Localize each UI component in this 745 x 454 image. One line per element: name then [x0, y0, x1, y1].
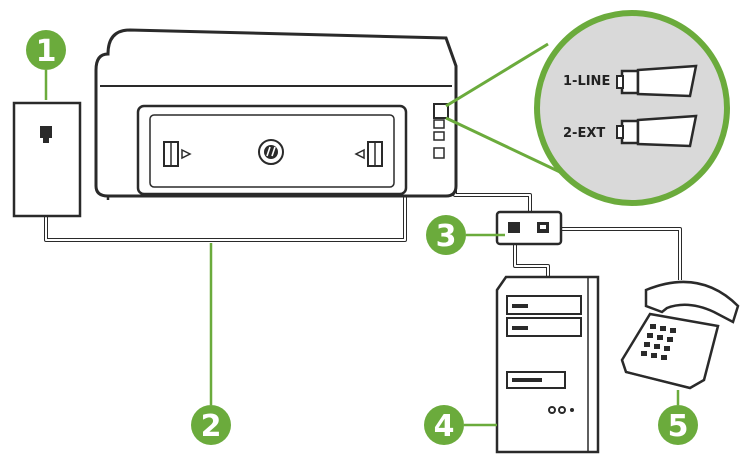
svg-text:5: 5 [668, 409, 689, 444]
callout-1: 1 [26, 30, 66, 70]
hp-logo-icon: hp-logo-icon [258, 139, 284, 165]
port-label-line: 1-LINE [563, 74, 610, 89]
callout-4: 4 [424, 405, 464, 445]
cable-splitter-to-computer [513, 240, 550, 280]
line-port-icon [616, 64, 698, 98]
keypad [641, 324, 676, 360]
callout-3: 3 [426, 215, 466, 255]
svg-text:4: 4 [434, 409, 455, 444]
callout-5: 5 [658, 405, 698, 445]
wall-phone-jack [12, 101, 82, 218]
zoom-connector [445, 42, 561, 174]
telephone: desk-telephone-icon [620, 280, 740, 390]
computer-tower: computer-tower-icon [495, 275, 600, 454]
svg-text:2: 2 [201, 409, 222, 444]
parallel-splitter [495, 210, 563, 246]
callout-leaders [44, 70, 680, 427]
callouts: 1 2 3 4 5 [26, 30, 698, 445]
port-label-ext: 2-EXT [563, 126, 605, 141]
callout-2: 2 [191, 405, 231, 445]
cable-printer-to-splitter [453, 115, 532, 212]
port-zoom: 1-LINE 2-EXT [534, 10, 730, 206]
svg-text:3: 3 [436, 219, 457, 254]
cable-splitter-to-phone [548, 227, 682, 280]
svg-text:1: 1 [36, 34, 57, 69]
ext-port-icon [616, 114, 698, 148]
printer-back: hp-printer-back-icon hp-logo-icon [94, 28, 458, 200]
